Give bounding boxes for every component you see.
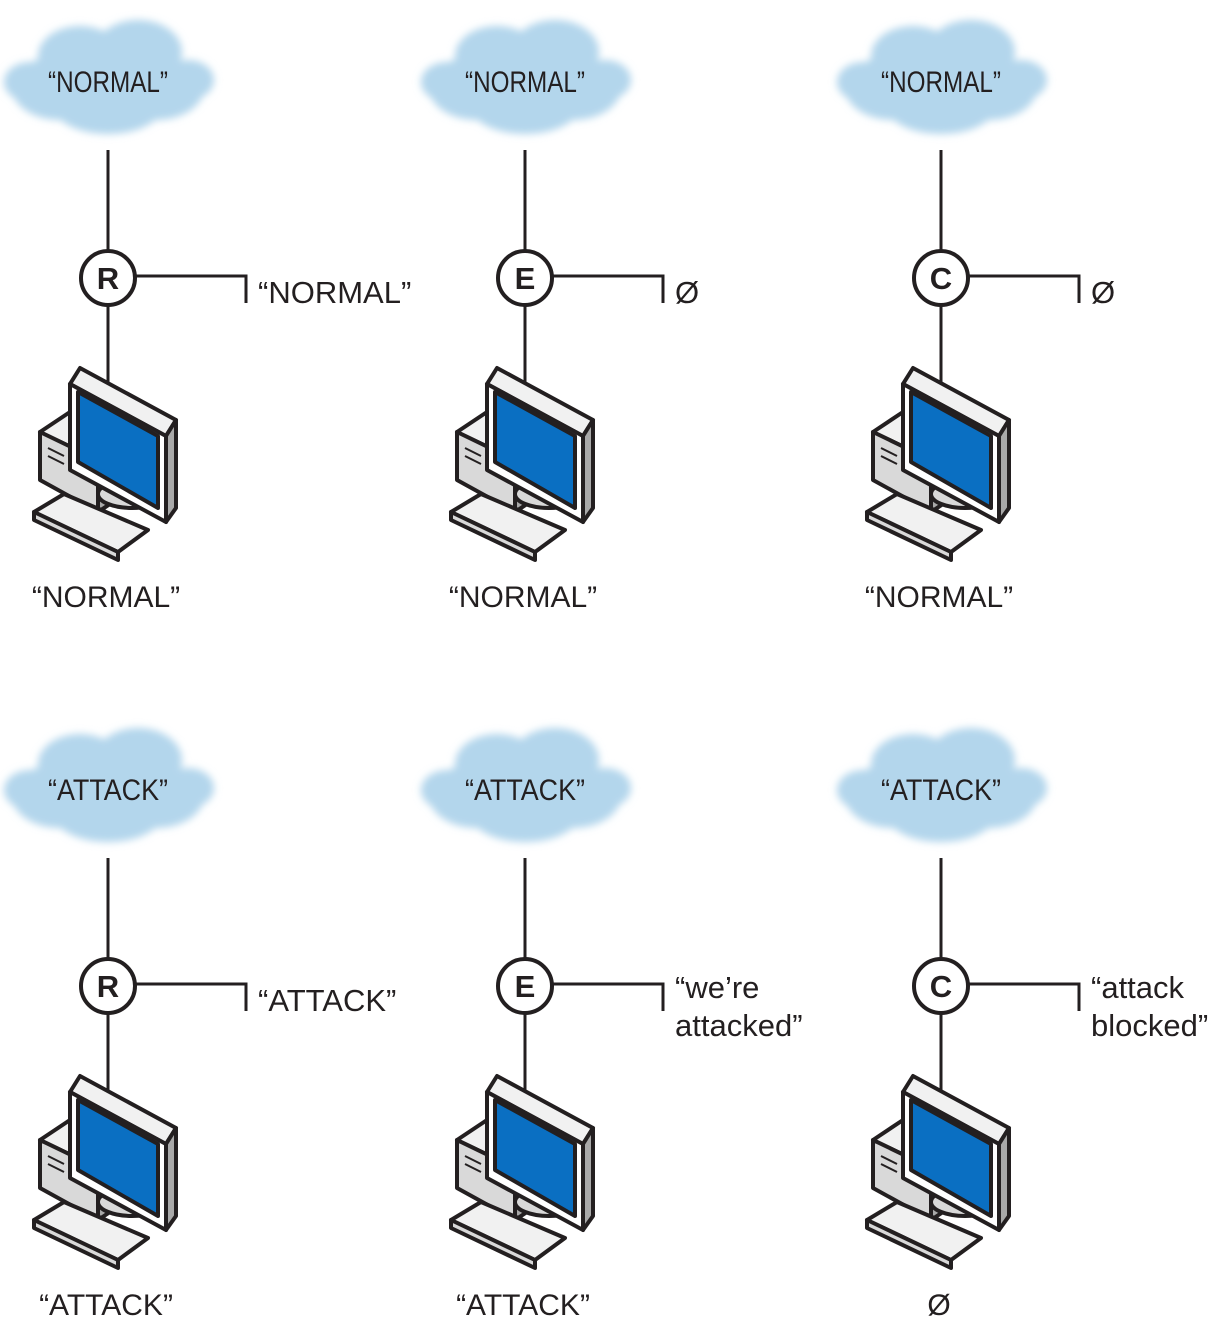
node-letter: E: [515, 969, 536, 1004]
output-label: “attack: [1091, 970, 1185, 1005]
cloud-label: “ATTACK”: [465, 774, 585, 807]
output-label: “NORMAL”: [258, 275, 411, 310]
output-label: attacked”: [675, 1008, 803, 1043]
cloud-label: “NORMAL”: [881, 66, 1001, 99]
cloud-icon: [421, 728, 631, 842]
output-branch-line: [969, 982, 1081, 1011]
computer-icon: [449, 366, 595, 562]
host-label: “NORMAL”: [449, 581, 597, 614]
cloud-icon: [837, 20, 1047, 134]
host-label: “ATTACK”: [456, 1289, 590, 1322]
node-circle: [79, 957, 137, 1015]
cloud-icon: [4, 728, 214, 842]
output-branch-line: [553, 274, 665, 303]
cloud-icon: [421, 20, 631, 134]
output-branch-line: [553, 982, 665, 1011]
computer-icon: [865, 366, 1011, 562]
node-circle: [496, 249, 554, 307]
output-label: Ø: [675, 275, 699, 310]
cloud-icon: [837, 728, 1047, 842]
host-label: Ø: [927, 1289, 950, 1322]
computer-icon: [32, 1074, 178, 1270]
panel-attack-r: “ATTACK” R “ATTACK” “ATTACK”: [4, 728, 396, 1322]
output-label: Ø: [1091, 275, 1115, 310]
node-circle: [496, 957, 554, 1015]
node-circle: [912, 957, 970, 1015]
cloud-label: “ATTACK”: [48, 774, 168, 807]
host-label: “NORMAL”: [32, 581, 180, 614]
node-letter: E: [515, 261, 536, 296]
panel-normal-c: “NORMAL” C Ø “NORMAL”: [837, 20, 1115, 614]
node-letter: C: [930, 261, 952, 296]
cloud-icon: [4, 20, 214, 134]
cloud-label: “ATTACK”: [881, 774, 1001, 807]
output-branch-line: [136, 274, 248, 303]
panel-normal-r: “NORMAL” R “NORMAL” “NORMAL”: [4, 20, 411, 614]
cloud-label: “NORMAL”: [48, 66, 168, 99]
node-letter: R: [97, 261, 119, 296]
host-label: “ATTACK”: [39, 1289, 173, 1322]
output-label: “ATTACK”: [258, 983, 396, 1018]
output-branch-line: [136, 982, 248, 1011]
computer-icon: [32, 366, 178, 562]
host-label: “NORMAL”: [865, 581, 1013, 614]
cloud-label: “NORMAL”: [465, 66, 585, 99]
panel-normal-e: “NORMAL” E Ø “NORMAL”: [421, 20, 699, 614]
node-circle: [79, 249, 137, 307]
computer-icon: [865, 1074, 1011, 1270]
output-label: blocked”: [1091, 1008, 1208, 1043]
output-label: “we’re: [675, 970, 759, 1005]
output-branch-line: [969, 274, 1081, 303]
node-letter: C: [930, 969, 952, 1004]
computer-icon: [449, 1074, 595, 1270]
node-letter: R: [97, 969, 119, 1004]
node-circle: [912, 249, 970, 307]
